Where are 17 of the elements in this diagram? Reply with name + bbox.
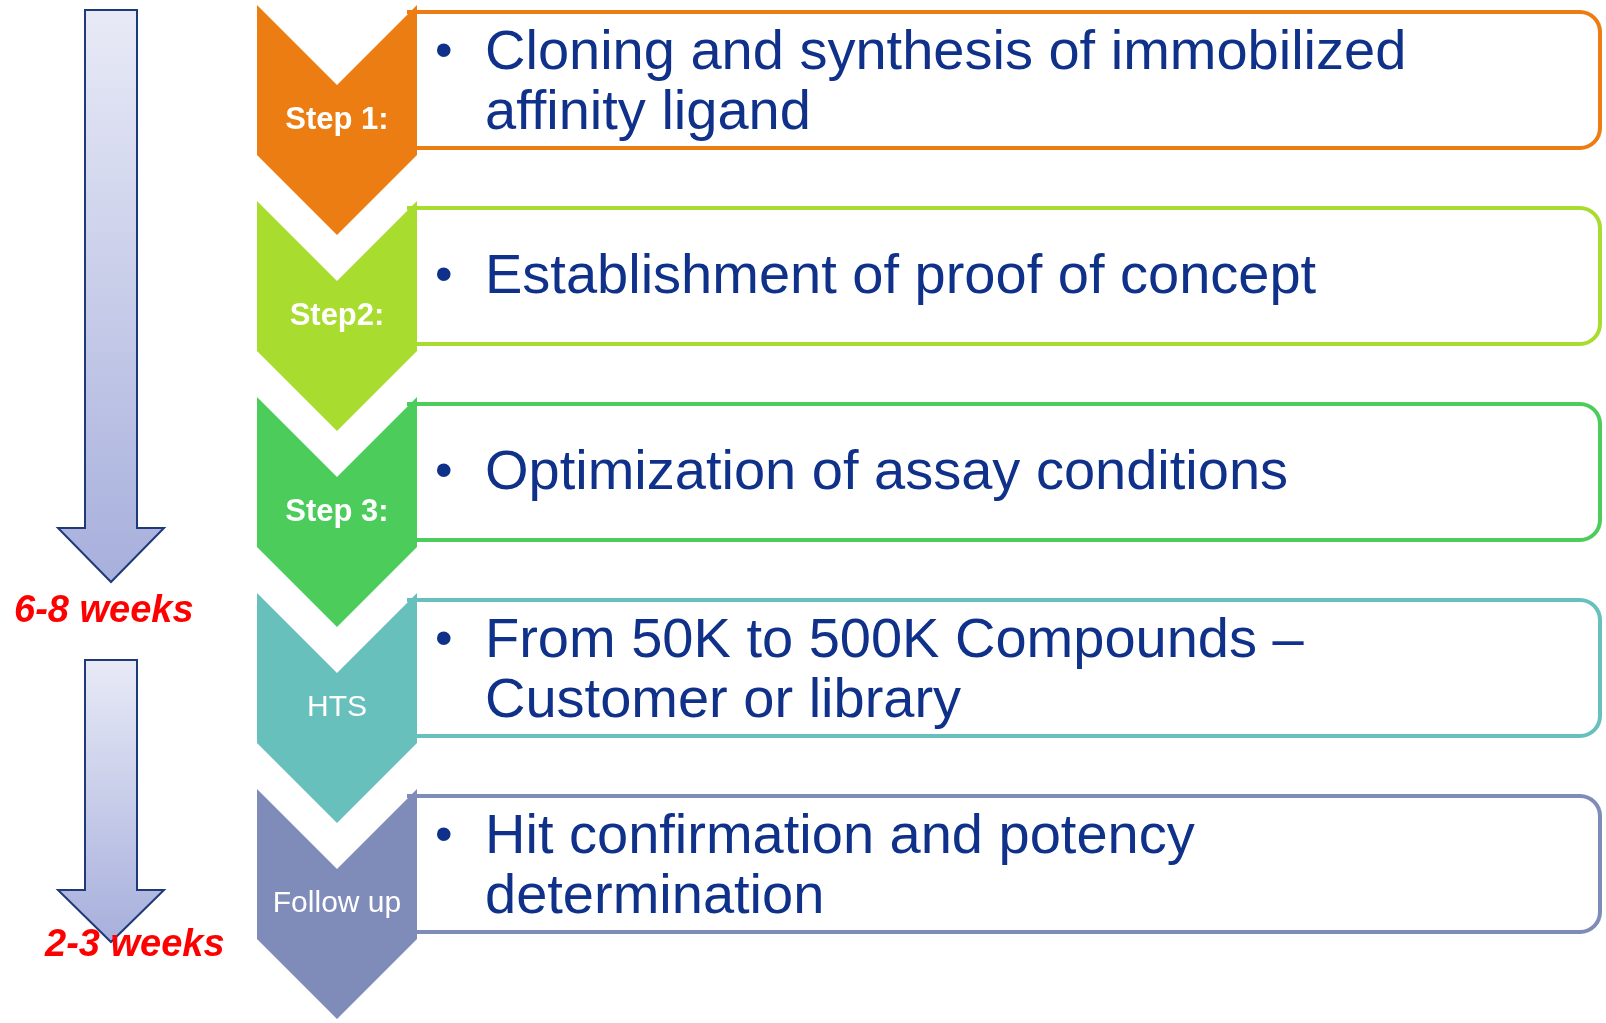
step-description: From 50K to 500K Compounds – Customer or library <box>485 608 1305 728</box>
step-description: Optimization of assay conditions <box>485 440 1290 500</box>
step-label: Step 1: <box>284 101 390 137</box>
bullet: • <box>435 609 453 668</box>
step-label: HTS <box>306 689 368 723</box>
bullet: • <box>435 441 453 500</box>
step-description: Establishment of proof of concept <box>485 244 1318 304</box>
duration-label: 2-3 weeks <box>45 922 225 965</box>
step-description: Cloning and synthesis of immobilized affinity ligand <box>485 20 1408 140</box>
bullet: • <box>435 805 453 864</box>
duration-label: 6-8 weeks <box>14 588 194 631</box>
step-label: Step2: <box>288 297 386 333</box>
bullet: • <box>435 245 453 304</box>
step-description: Hit confirmation and potency determination <box>485 804 1196 924</box>
step-label: Follow up <box>271 885 403 919</box>
bullet: • <box>435 21 453 80</box>
step-label: Step 3: <box>284 493 390 529</box>
